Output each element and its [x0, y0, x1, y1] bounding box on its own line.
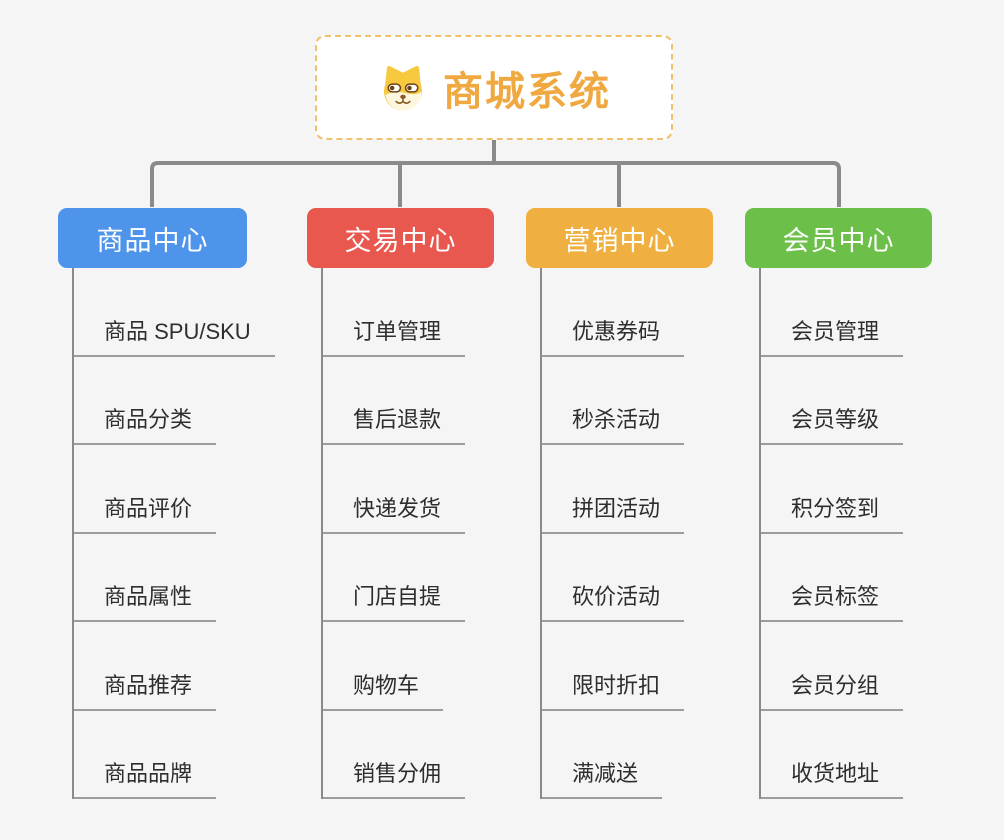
- child-node[interactable]: 积分签到: [761, 491, 904, 534]
- root-title: 商城系统: [443, 69, 611, 114]
- child-row: 快递发货: [323, 445, 466, 534]
- child-row: 优惠券码: [542, 268, 685, 357]
- child-row: 售后退款: [323, 357, 466, 445]
- child-row: 商品品牌: [74, 711, 275, 799]
- child-row: 会员管理: [761, 268, 904, 357]
- child-node[interactable]: 商品分类: [74, 402, 217, 445]
- child-row: 拼团活动: [542, 445, 685, 534]
- child-node[interactable]: 满减送: [542, 756, 663, 799]
- branch-node-trade[interactable]: 交易中心: [307, 208, 494, 268]
- branch-node-product[interactable]: 商品中心: [58, 208, 247, 268]
- branch-label: 商品中心: [96, 225, 209, 256]
- child-row: 砍价活动: [542, 534, 685, 622]
- child-node[interactable]: 秒杀活动: [542, 402, 685, 445]
- child-node[interactable]: 销售分佣: [323, 756, 466, 799]
- branch-label: 交易中心: [344, 225, 457, 256]
- child-row: 订单管理: [323, 268, 466, 357]
- child-node[interactable]: 商品 SPU/SKU: [74, 314, 275, 357]
- child-node[interactable]: 售后退款: [323, 402, 466, 445]
- child-node[interactable]: 订单管理: [323, 314, 466, 357]
- child-node[interactable]: 优惠券码: [542, 314, 685, 357]
- child-row: 收货地址: [761, 711, 904, 799]
- branch-label: 营销中心: [563, 225, 676, 256]
- child-node[interactable]: 会员管理: [761, 314, 904, 357]
- child-node[interactable]: 会员等级: [761, 402, 904, 445]
- shiba-dog-icon: [383, 65, 423, 111]
- child-row: 销售分佣: [323, 711, 466, 799]
- child-row: 限时折扣: [542, 622, 685, 711]
- child-row: 商品评价: [74, 445, 275, 534]
- child-node[interactable]: 购物车: [323, 668, 444, 711]
- child-node[interactable]: 商品品牌: [74, 756, 217, 799]
- child-node[interactable]: 快递发货: [323, 491, 466, 534]
- child-row: 购物车: [323, 622, 465, 711]
- child-node[interactable]: 拼团活动: [542, 491, 685, 534]
- child-row: 商品分类: [74, 357, 275, 445]
- child-node[interactable]: 会员标签: [761, 579, 904, 622]
- child-row: 满减送: [542, 711, 684, 799]
- branch-node-member[interactable]: 会员中心: [745, 208, 932, 268]
- branch-children-member: 会员管理 会员等级 积分签到 会员标签 会员分组 收货地址: [759, 268, 904, 799]
- branch-label: 会员中心: [782, 225, 895, 256]
- child-row: 会员等级: [761, 357, 904, 445]
- child-row: 积分签到: [761, 445, 904, 534]
- child-row: 商品推荐: [74, 622, 275, 711]
- child-row: 门店自提: [323, 534, 466, 622]
- child-node[interactable]: 收货地址: [761, 756, 904, 799]
- root-node[interactable]: 商城系统: [315, 35, 673, 140]
- branch-children-trade: 订单管理 售后退款 快递发货 门店自提 购物车 销售分佣: [321, 268, 466, 799]
- child-node[interactable]: 砍价活动: [542, 579, 685, 622]
- child-node[interactable]: 商品属性: [74, 579, 217, 622]
- child-row: 会员分组: [761, 622, 904, 711]
- child-node[interactable]: 限时折扣: [542, 668, 685, 711]
- branch-children-marketing: 优惠券码 秒杀活动 拼团活动 砍价活动 限时折扣 满减送: [540, 268, 685, 799]
- branch-children-product: 商品 SPU/SKU 商品分类 商品评价 商品属性 商品推荐 商品品牌: [72, 268, 275, 799]
- child-row: 商品 SPU/SKU: [74, 268, 275, 357]
- child-node[interactable]: 门店自提: [323, 579, 466, 622]
- child-node[interactable]: 会员分组: [761, 668, 904, 711]
- child-row: 秒杀活动: [542, 357, 685, 445]
- child-node[interactable]: 商品评价: [74, 491, 217, 534]
- child-row: 会员标签: [761, 534, 904, 622]
- branch-node-marketing[interactable]: 营销中心: [526, 208, 713, 268]
- child-row: 商品属性: [74, 534, 275, 622]
- child-node[interactable]: 商品推荐: [74, 668, 217, 711]
